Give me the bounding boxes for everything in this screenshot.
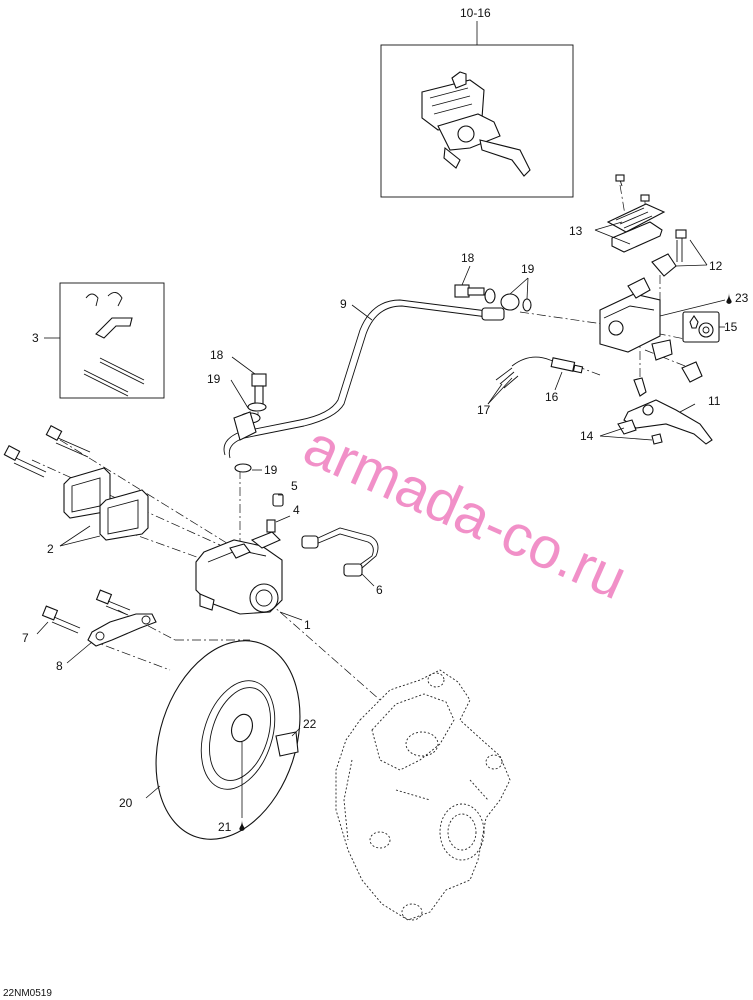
callout-22: 22 [303,717,317,731]
master-cylinder-assembly-illustration [421,71,531,177]
callout-20: 20 [119,796,133,810]
callout-1: 1 [304,618,311,632]
master-cylinder-exploded [594,174,726,383]
callout-labels: 10-16 13 12 18 19 23 9 15 3 18 19 16 11 … [3,6,749,999]
callout-6: 6 [376,583,383,597]
brake-hose [223,299,505,459]
callout-14: 14 [580,429,594,443]
callout-10-16: 10-16 [460,6,491,20]
brake-lever [599,377,713,445]
callout-9: 9 [340,297,347,311]
callout-3: 3 [32,331,39,345]
callout-5: 5 [291,479,298,493]
callout-12: 12 [709,259,723,273]
callout-2: 2 [47,542,54,556]
pad-retaining-kit-box [44,282,165,399]
brake-disc [145,640,301,840]
callout-4: 4 [293,503,300,517]
brake-light-switch [487,356,584,405]
caliper-banjo-fitting [230,356,267,473]
callout-7: 7 [22,631,29,645]
diagram-code: 22NM0519 [3,988,52,999]
caliper-bolts [3,425,91,478]
callout-21: 21 [218,820,232,834]
callout-13: 13 [569,224,583,238]
brake-pads [59,467,149,547]
brake-caliper [195,493,379,621]
callout-23: 23 [735,291,749,305]
callout-18-left: 18 [210,348,224,362]
callout-16: 16 [545,390,559,404]
callout-19-low: 19 [264,463,278,477]
oil-drop-icon [726,293,732,304]
callout-18-top: 18 [461,251,475,265]
oil-drop-icon [239,820,245,831]
callout-19-top: 19 [521,262,535,276]
caliper-bracket [36,589,157,664]
callout-15: 15 [724,320,738,334]
master-cylinder-assembly-box [380,21,574,198]
callout-11: 11 [708,394,721,408]
callout-17: 17 [477,403,491,417]
gearbox-housing [335,669,511,921]
callout-8: 8 [56,659,63,673]
callout-19-mid: 19 [207,372,221,386]
master-banjo-fitting [454,265,532,312]
